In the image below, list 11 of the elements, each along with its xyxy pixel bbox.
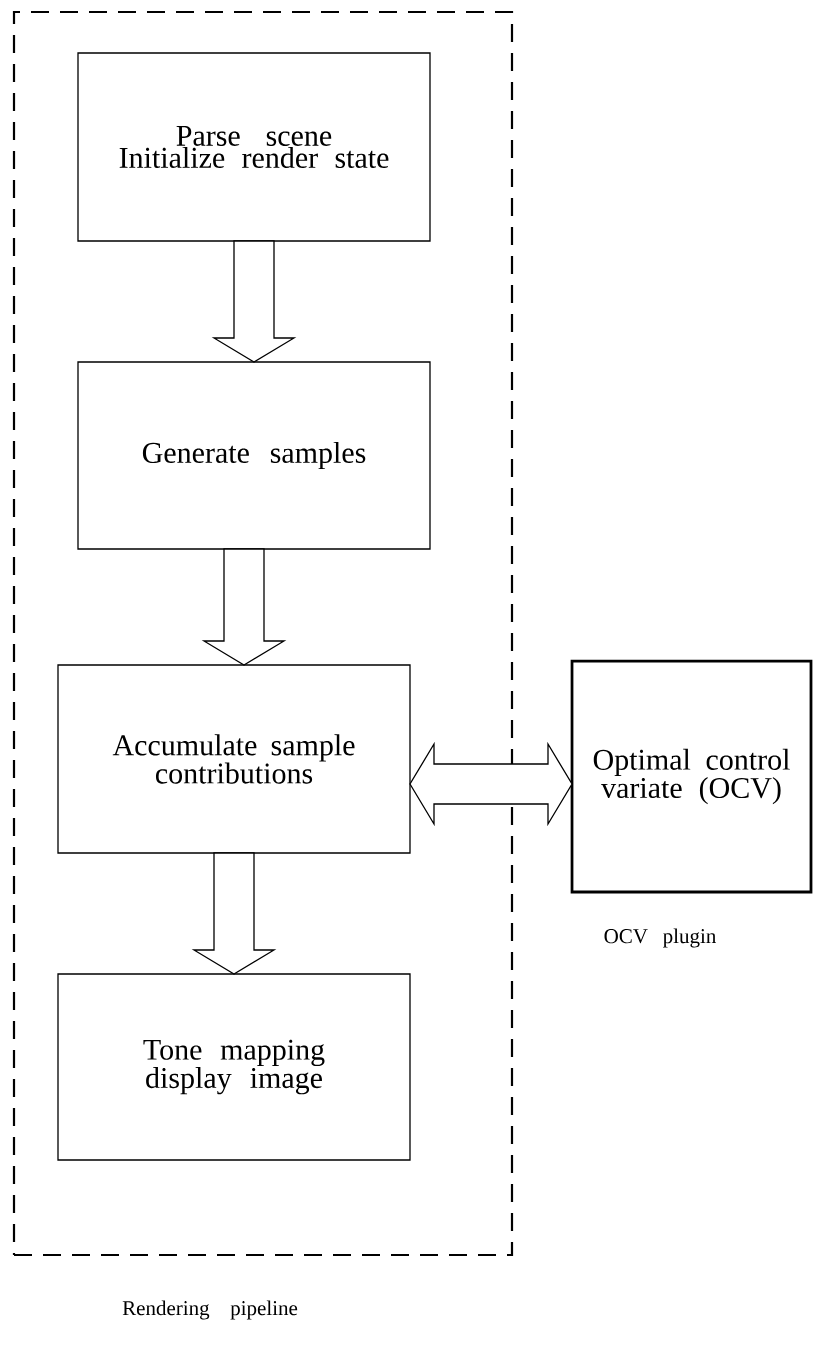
plugin-box: Optimal control variate (OCV) OCV plugin (570, 659, 813, 948)
node-label: OCV plugin (604, 928, 717, 948)
process-box: Generate samples (77, 361, 431, 550)
process-box: Tone mapping display image (57, 973, 411, 1161)
process-box: Parse scene Initialize render state (77, 52, 431, 242)
process-box: Accumulate sample contributions (57, 664, 411, 854)
node-label: Rendering pipeline (122, 1300, 298, 1320)
hollow-arrow (201, 548, 287, 666)
hollow-arrow (211, 240, 297, 363)
hollow-arrow (191, 852, 277, 975)
hollow-arrow (409, 741, 573, 827)
